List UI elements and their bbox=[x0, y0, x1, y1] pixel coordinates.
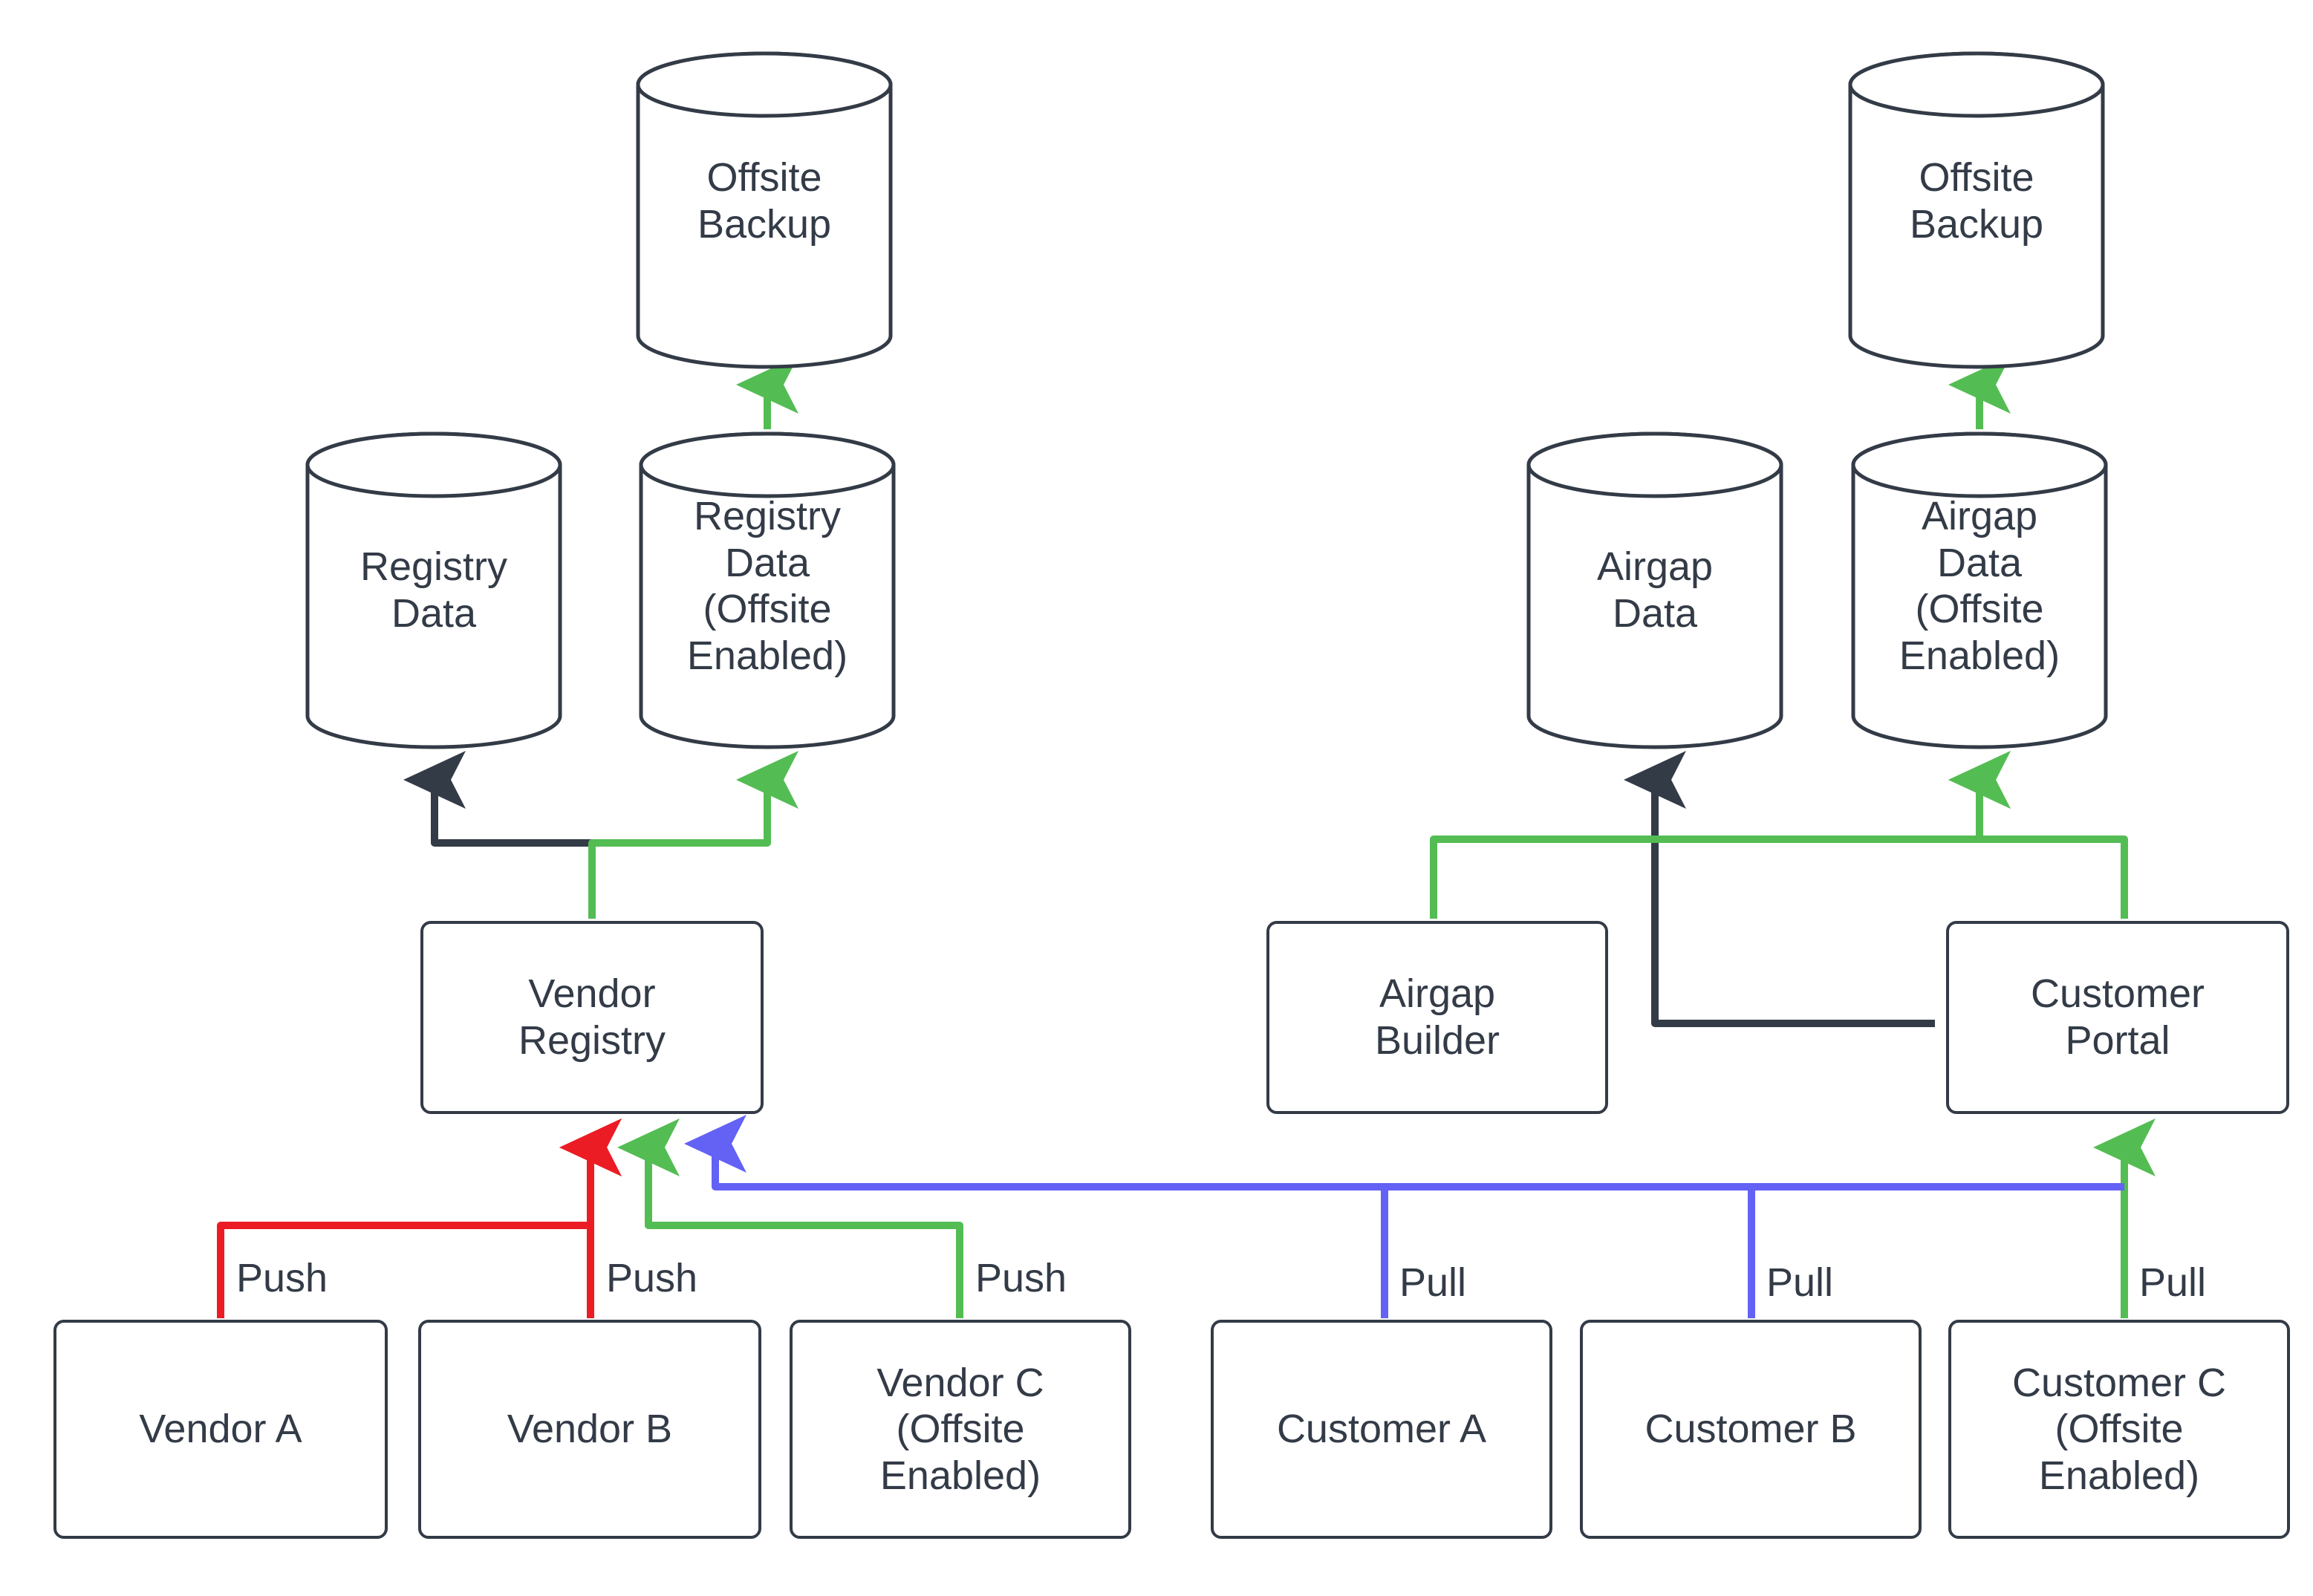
node-customer-a[interactable]: Customer A bbox=[1211, 1320, 1552, 1539]
cylinder-shape bbox=[1526, 431, 1783, 749]
node-label: Vendor B bbox=[507, 1407, 673, 1452]
edge-label-push-vendor-b: Push bbox=[606, 1256, 698, 1300]
node-offsite-backup-left[interactable]: Offsite Backup bbox=[635, 51, 894, 370]
node-label: Customer B bbox=[1645, 1407, 1857, 1452]
node-label: Customer Portal bbox=[2030, 971, 2205, 1063]
edge-label-push-vendor-c: Push bbox=[975, 1256, 1067, 1300]
cylinder-shape bbox=[305, 431, 562, 749]
node-offsite-backup-right[interactable]: Offsite Backup bbox=[1847, 51, 2106, 370]
node-label: Airgap Builder bbox=[1374, 971, 1500, 1063]
node-label: Airgap Data bbox=[1596, 544, 1714, 636]
edge-customer-portal-to-airgap-data bbox=[1624, 751, 1935, 1027]
node-label: Offsite Backup bbox=[697, 155, 832, 247]
node-label: Vendor C (Offsite Enabled) bbox=[876, 1360, 1044, 1498]
edge-label-push-vendor-a: Push bbox=[236, 1256, 328, 1300]
node-registry-data[interactable]: Registry Data bbox=[305, 431, 563, 750]
node-label: Customer C (Offsite Enabled) bbox=[2011, 1360, 2227, 1498]
cylinder-shape bbox=[1851, 431, 2108, 749]
edge-label-pull-customer-c: Pull bbox=[2139, 1260, 2207, 1305]
node-airgap-data[interactable]: Airgap Data bbox=[1526, 431, 1784, 750]
node-vendor-c[interactable]: Vendor C (Offsite Enabled) bbox=[790, 1320, 1131, 1539]
edge-customer-portal-to-airgap-data-offsite bbox=[1948, 751, 2128, 919]
node-customer-portal[interactable]: Customer Portal bbox=[1946, 921, 2289, 1114]
cylinder-shape bbox=[636, 51, 893, 369]
node-customer-c[interactable]: Customer C (Offsite Enabled) bbox=[1948, 1320, 2290, 1539]
node-airgap-data-offsite[interactable]: Airgap Data (Offsite Enabled) bbox=[1850, 431, 2109, 750]
node-vendor-b[interactable]: Vendor B bbox=[418, 1320, 761, 1539]
cylinder-shape bbox=[639, 431, 896, 749]
node-vendor-registry[interactable]: Vendor Registry bbox=[420, 921, 764, 1114]
node-label: Registry Data (Offsite Enabled) bbox=[686, 494, 848, 678]
edge-label-pull-customer-a: Pull bbox=[1399, 1260, 1467, 1305]
edge-vendor-registry-to-registry-data bbox=[403, 751, 596, 919]
cylinder-shape bbox=[1848, 51, 2105, 369]
node-label: Offsite Backup bbox=[1909, 155, 2044, 247]
node-label: Registry Data bbox=[360, 544, 508, 636]
node-airgap-builder[interactable]: Airgap Builder bbox=[1266, 921, 1608, 1114]
edge-customer-b-pull bbox=[715, 1183, 1755, 1318]
edge-airgap-builder-to-airgap-data-offsite bbox=[1430, 751, 2011, 919]
node-label: Vendor A bbox=[139, 1407, 302, 1452]
node-label: Customer A bbox=[1276, 1407, 1487, 1452]
edge-vendor-registry-to-registry-data-offsite bbox=[588, 751, 799, 919]
node-registry-data-offsite[interactable]: Registry Data (Offsite Enabled) bbox=[638, 431, 897, 750]
edge-label-pull-customer-b: Pull bbox=[1766, 1260, 1834, 1305]
node-vendor-a[interactable]: Vendor A bbox=[53, 1320, 388, 1539]
node-customer-b[interactable]: Customer B bbox=[1580, 1320, 1922, 1539]
node-label: Vendor Registry bbox=[518, 971, 666, 1063]
node-label: Airgap Data (Offsite Enabled) bbox=[1899, 494, 2060, 678]
